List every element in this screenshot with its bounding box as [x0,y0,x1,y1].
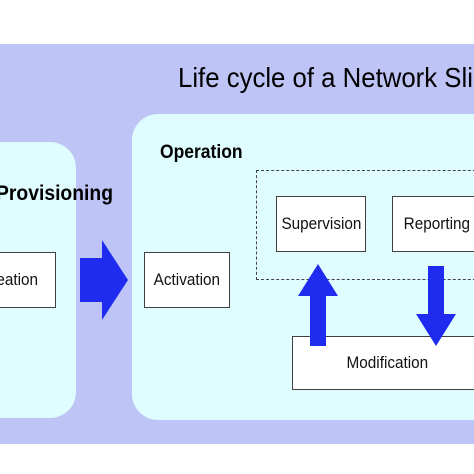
reporting-label: Reporting [403,214,471,233]
operation-heading: Operation [160,142,243,163]
supervision-box: Supervision [276,196,366,252]
activation-label: Activation [153,270,221,289]
modification-box: Modification [292,336,474,390]
creation-box: Creation [0,252,56,308]
supervision-label: Supervision [281,214,361,233]
monitoring-group [256,170,474,280]
modification-label: Modification [346,353,428,372]
creation-label: Creation [0,270,38,289]
provisioning-heading: Provisioning [0,182,114,205]
diagram-title: Life cycle of a Network Slice [178,62,474,93]
activation-box: Activation [144,252,230,308]
reporting-box: Reporting [392,196,474,252]
